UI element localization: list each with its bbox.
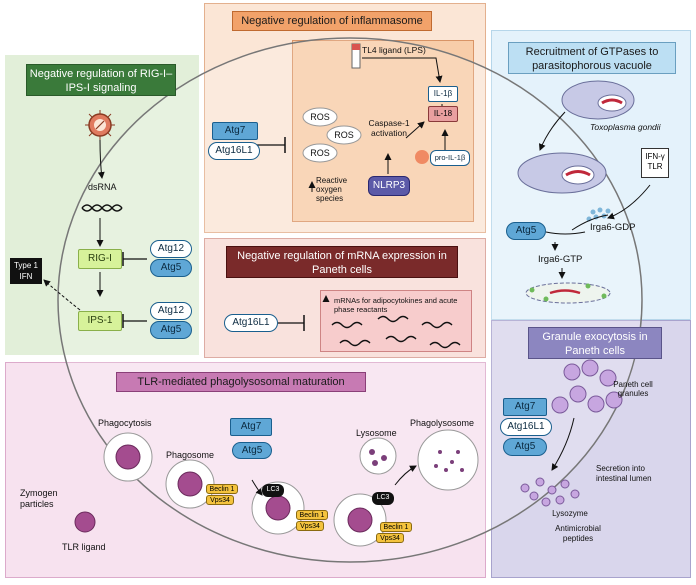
tlr-panel [5, 362, 486, 578]
zymogen-label: Zymogen particles [20, 488, 58, 509]
cell-dot-icon [415, 150, 429, 164]
infected-cell-icon [517, 152, 607, 194]
ros-bubble [302, 143, 338, 163]
ros-label-3: ROS [310, 148, 330, 158]
inflammasome-title: Negative regulation of inflammasome [232, 11, 432, 31]
phagolysosome-vesicle [417, 429, 479, 491]
ifn-tlr-box: IFN-γ TLR [641, 148, 669, 178]
ros-label-1: ROS [310, 112, 330, 122]
dsrna-label: dsRNA [88, 182, 117, 192]
tl4-ligand-label: TL4 ligand (LPS) [362, 45, 426, 55]
virus-icon [85, 110, 115, 140]
disrupted-vacuole-icon [525, 282, 611, 304]
secretion-label: Secretion into intestinal lumen [596, 464, 652, 483]
beclin1-badge-2: Beclin 1 [296, 510, 328, 520]
granule-title: Granule exocytosis in Paneth cells [528, 327, 662, 359]
reactive-oxygen-label: Reactive oxygen species [316, 176, 348, 203]
atg5-granule-pill: Atg5 [503, 438, 547, 456]
atg12-rig-pill: Atg12 [150, 240, 192, 258]
lysozyme-granules [520, 477, 580, 507]
lc3-badge-1: LC3 [262, 484, 284, 497]
mrna-title: Negative regulation of mRNA expression i… [226, 246, 458, 278]
vps34-badge-3: Vps34 [376, 533, 404, 543]
tlr-ligand-label: TLR ligand [62, 542, 106, 552]
phagocytosis-label: Phagocytosis [98, 418, 152, 428]
mrna-squiggles [331, 315, 461, 349]
phagolysosome-label: Phagolysosome [410, 418, 475, 428]
central-ellipse [57, 37, 643, 563]
irga6-gtp-label: Irga6-GTP [538, 254, 583, 265]
gtpase-title: Recruitment of GTPases to parasitophorou… [508, 42, 676, 74]
beclin1-badge-3: Beclin 1 [380, 522, 412, 532]
atg16l1-inflam-pill: Atg16L1 [208, 142, 260, 160]
beclin1-badge-1: Beclin 1 [206, 484, 238, 494]
vps34-badge-1: Vps34 [206, 495, 234, 505]
toxoplasma-label: Toxoplasma gondii [590, 122, 661, 132]
rig-title: Negative regulation of RIG-I–IPS-I signa… [26, 64, 176, 96]
ros-bubble [302, 107, 338, 127]
atg5-rig-pill: Atg5 [150, 259, 192, 277]
late-phagosome-vesicle [333, 493, 387, 547]
rig-i-box: RIG-I [78, 249, 122, 269]
lc3-badge-2: LC3 [372, 492, 394, 505]
pro-il1b-box: pro-IL-1β [430, 150, 470, 166]
vps34-badge-2: Vps34 [296, 521, 324, 531]
lysosome-vesicle [359, 437, 397, 475]
ros-bubble [326, 125, 362, 145]
atg7-inflam-box: Atg7 [212, 122, 258, 140]
paneth-granules [551, 359, 623, 414]
toxoplasma-cell-icon [561, 80, 635, 120]
atg7-granule-box: Atg7 [503, 398, 547, 416]
caspase-label: Caspase-1 activation [368, 118, 410, 138]
atg16l1-mrna-pill: Atg16L1 [224, 314, 278, 332]
phagosome-label: Phagosome [166, 450, 215, 460]
phagocytosis-cell [103, 432, 153, 482]
irga6-gdp-label: Irga6-GDP [590, 222, 636, 233]
lps-tube-icon [351, 43, 361, 69]
type1-ifn-box: Type 1 IFN [10, 258, 42, 284]
atg16l1-granule-pill: Atg16L1 [500, 418, 552, 436]
atg5-tlr-pill: Atg5 [232, 442, 272, 459]
nlrp3-box: NLRP3 [368, 176, 410, 196]
lysosome-label: Lysosome [356, 428, 397, 438]
paneth-granules-label: Paneth cell granules [613, 380, 653, 398]
ips-1-box: IPS-1 [78, 311, 122, 331]
lysozyme-label: Lysozyme [552, 509, 588, 518]
il18-box: IL-18 [428, 106, 458, 122]
tlr-title: TLR-mediated phagolysosomal maturation [116, 372, 366, 392]
atg7-tlr-box: Atg7 [230, 418, 272, 436]
zymogen-particle [74, 511, 96, 533]
atg5-gtpase-pill: Atg5 [506, 222, 546, 240]
atg12-ips-pill: Atg12 [150, 302, 192, 320]
ros-label-2: ROS [334, 130, 354, 140]
il1b-box: IL-1β [428, 86, 458, 102]
antimicrobial-label: Antimicrobial peptides [555, 524, 601, 543]
dsrna-helix-icon [81, 204, 123, 212]
atg5-ips-pill: Atg5 [150, 321, 192, 339]
mrna-label: mRNAs for adipocytokines and acute phase… [334, 296, 458, 314]
